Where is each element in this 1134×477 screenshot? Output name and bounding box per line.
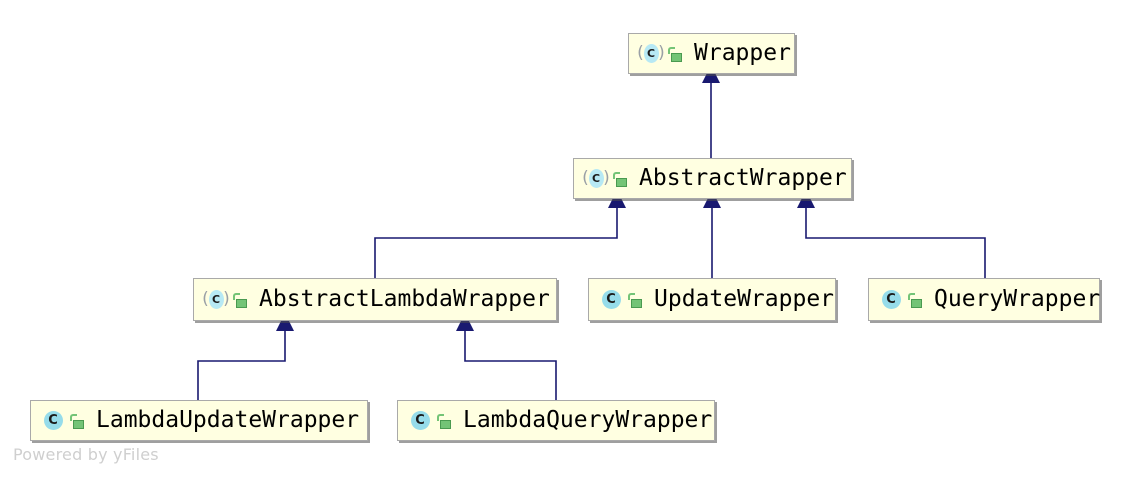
unlocked-padlock-icon bbox=[436, 410, 454, 432]
abstract-bracket-right-icon: ) bbox=[658, 42, 665, 63]
class-icon-letter: C bbox=[415, 412, 425, 428]
padlock-shackle bbox=[613, 171, 620, 179]
class-icon-letter: C bbox=[606, 291, 616, 307]
generalization-edge bbox=[797, 190, 986, 278]
padlock-shackle bbox=[628, 292, 635, 300]
unlocked-padlock-icon bbox=[627, 289, 645, 311]
node-icon-group: ()C bbox=[202, 288, 250, 312]
uml-class-name: Wrapper bbox=[694, 40, 791, 66]
node-icon-group: ()C bbox=[637, 42, 685, 66]
padlock-shackle bbox=[908, 292, 915, 300]
class-c-icon: ()C bbox=[637, 42, 665, 66]
padlock-shackle bbox=[70, 413, 77, 421]
class-icon-letter: C bbox=[211, 292, 221, 306]
abstract-bracket-left-icon: ( bbox=[582, 167, 589, 188]
unlocked-padlock-icon bbox=[612, 168, 630, 190]
uml-class-name: LambdaUpdateWrapper bbox=[96, 407, 360, 433]
uml-class-name: UpdateWrapper bbox=[654, 286, 835, 312]
uml-class-name: AbstractWrapper bbox=[639, 165, 847, 191]
padlock-shackle bbox=[233, 292, 240, 300]
padlock-body bbox=[671, 52, 682, 62]
padlock-shackle bbox=[668, 46, 675, 54]
generalization-edge bbox=[374, 190, 626, 278]
generalization-edge bbox=[456, 313, 557, 400]
class-c-icon: ()C bbox=[582, 167, 610, 191]
uml-class-node-update-wrapper[interactable]: C UpdateWrapper bbox=[588, 278, 836, 321]
padlock-body bbox=[440, 419, 451, 429]
class-icon-disc bbox=[589, 168, 604, 188]
abstract-bracket-right-icon: ) bbox=[223, 288, 230, 309]
yfiles-watermark: Powered by yFiles bbox=[13, 445, 159, 464]
unlocked-padlock-icon bbox=[69, 410, 87, 432]
uml-class-node-abstract-lambda-wrapper[interactable]: ()C AbstractLambdaWrapper bbox=[193, 278, 557, 321]
class-c-icon: C bbox=[598, 288, 624, 312]
class-icon-disc bbox=[602, 289, 621, 309]
class-c-icon: C bbox=[878, 288, 904, 312]
uml-class-node-lambda-query-wrapper[interactable]: C LambdaQueryWrapper bbox=[397, 400, 715, 441]
padlock-body bbox=[236, 298, 247, 308]
abstract-bracket-left-icon: ( bbox=[202, 288, 209, 309]
class-icon-letter: C bbox=[48, 412, 58, 428]
unlocked-padlock-icon bbox=[907, 289, 925, 311]
uml-class-node-lambda-update-wrapper[interactable]: C LambdaUpdateWrapper bbox=[30, 400, 368, 441]
class-icon-letter: C bbox=[591, 171, 601, 185]
node-icon-group: C bbox=[598, 288, 645, 312]
node-icon-group: C bbox=[878, 288, 925, 312]
abstract-bracket-left-icon: ( bbox=[637, 42, 644, 63]
class-icon-disc bbox=[44, 410, 63, 430]
uml-class-node-abstract-wrapper[interactable]: ()C AbstractWrapper bbox=[573, 158, 852, 199]
class-icon-disc bbox=[209, 289, 224, 309]
padlock-body bbox=[911, 298, 922, 308]
abstract-bracket-right-icon: ) bbox=[603, 167, 610, 188]
uml-class-node-query-wrapper[interactable]: C QueryWrapper bbox=[868, 278, 1100, 321]
class-icon-disc bbox=[882, 289, 901, 309]
uml-class-name: AbstractLambdaWrapper bbox=[259, 286, 550, 312]
uml-class-name: QueryWrapper bbox=[934, 286, 1101, 312]
node-icon-group: C bbox=[40, 409, 87, 433]
padlock-body bbox=[631, 298, 642, 308]
uml-class-name: LambdaQueryWrapper bbox=[463, 407, 713, 433]
node-icon-group: C bbox=[407, 409, 454, 433]
generalization-edge bbox=[702, 65, 720, 158]
generalization-edge bbox=[703, 190, 721, 278]
class-icon-disc bbox=[411, 410, 430, 430]
generalization-edge bbox=[197, 313, 294, 400]
class-c-icon: C bbox=[407, 409, 433, 433]
class-c-icon: ()C bbox=[202, 288, 230, 312]
node-icon-group: ()C bbox=[582, 167, 630, 191]
unlocked-padlock-icon bbox=[667, 43, 685, 65]
class-icon-letter: C bbox=[646, 46, 656, 60]
class-c-icon: C bbox=[40, 409, 66, 433]
unlocked-padlock-icon bbox=[232, 289, 250, 311]
class-icon-disc bbox=[644, 43, 659, 63]
padlock-body bbox=[73, 419, 84, 429]
uml-class-node-wrapper[interactable]: ()C Wrapper bbox=[628, 33, 795, 74]
padlock-shackle bbox=[437, 413, 444, 421]
class-icon-letter: C bbox=[886, 291, 896, 307]
padlock-body bbox=[616, 177, 627, 187]
